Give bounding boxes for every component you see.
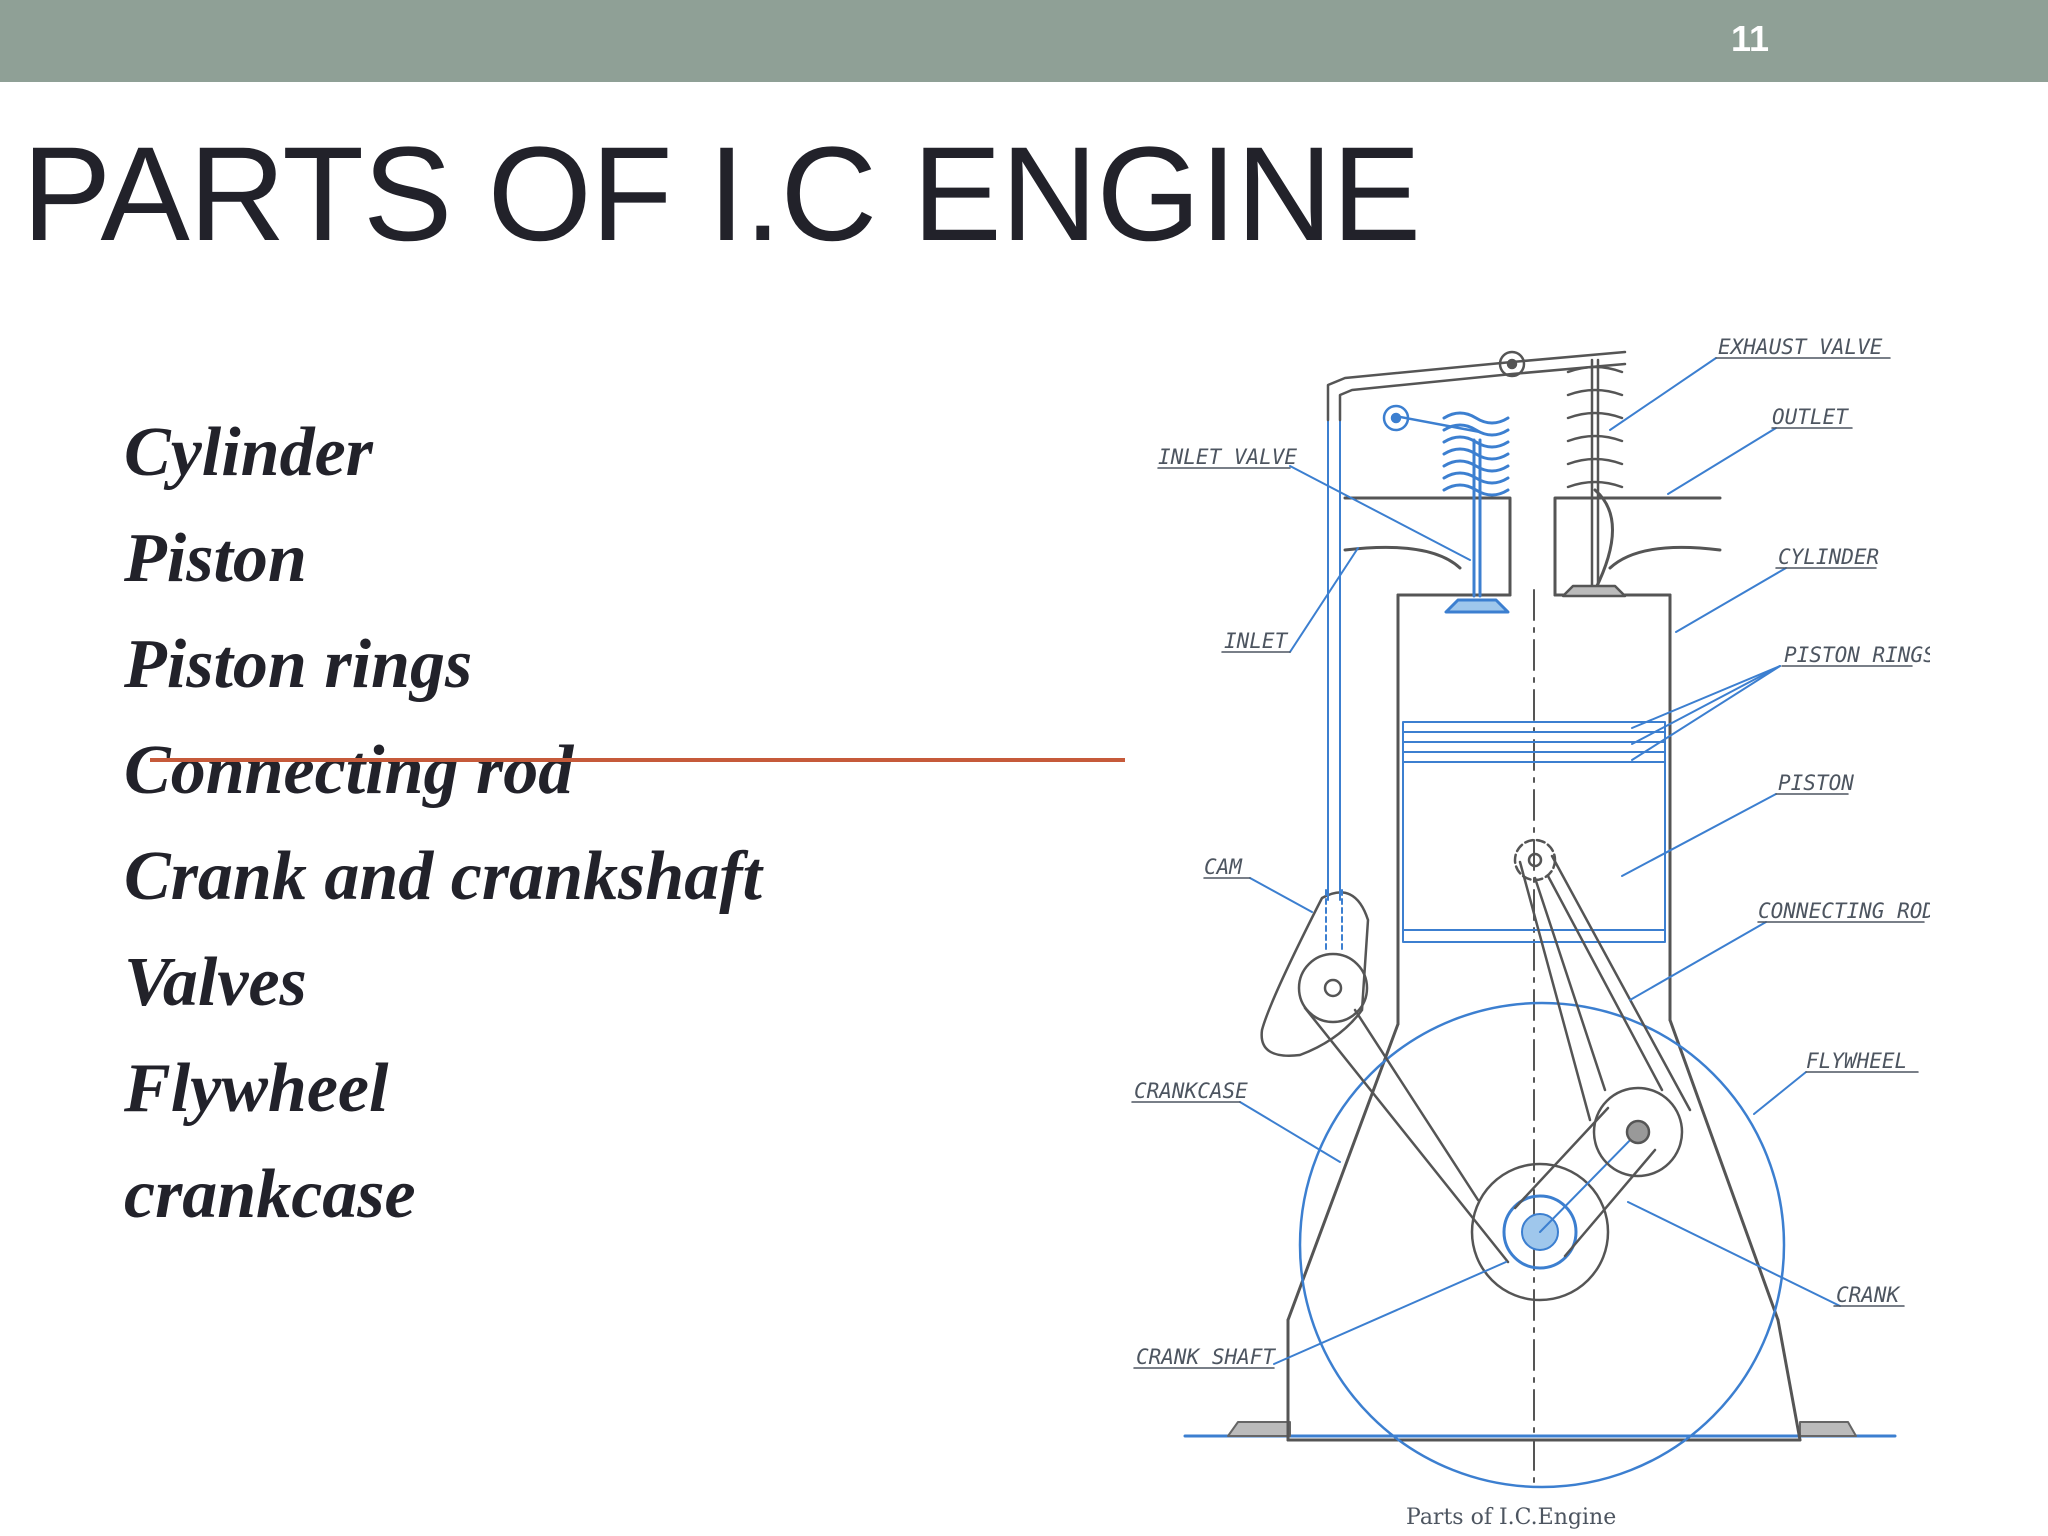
- label-inlet: INLET: [1224, 629, 1289, 653]
- push-rod: [1325, 399, 1343, 951]
- label-crank: CRANK: [1836, 1283, 1901, 1307]
- connecting-rod-shape: [1513, 838, 1692, 1122]
- label-piston-rings: PISTON RINGS: [1784, 643, 1930, 667]
- inlet-valve-shape: [1442, 411, 1510, 614]
- base-plate: [1183, 1421, 1897, 1442]
- slide-number: 11: [1730, 18, 1770, 59]
- label-crank-shaft: CRANK SHAFT: [1136, 1345, 1276, 1369]
- parts-list: Cylinder Piston Piston rings Connecting …: [124, 400, 762, 1248]
- list-item: Cylinder: [124, 414, 373, 491]
- list-item: Piston rings: [124, 626, 473, 703]
- label-outlet: OUTLET: [1772, 405, 1849, 429]
- list-item: Valves: [124, 944, 307, 1021]
- flywheel-circle: [1298, 1001, 1786, 1489]
- ports: [1343, 488, 1722, 597]
- list-item: Piston: [124, 520, 307, 597]
- list-item: Crank and crankshaft: [124, 838, 762, 915]
- list-item: Connecting rod: [124, 732, 574, 809]
- crank-arm: [1513, 1086, 1684, 1258]
- annotation-line: [150, 758, 1125, 762]
- label-flywheel: FLYWHEEL: [1806, 1049, 1907, 1073]
- list-item: crankcase: [124, 1156, 416, 1233]
- exhaust-valve-shape: [1561, 358, 1627, 598]
- label-connecting-rod: CONNECTING ROD: [1758, 899, 1930, 923]
- label-underlines: [1131, 357, 1925, 1369]
- label-piston: PISTON: [1778, 771, 1854, 795]
- list-item: Flywheel: [124, 1050, 389, 1127]
- label-cylinder: CYLINDER: [1778, 545, 1879, 569]
- cam-shape: [1260, 891, 1510, 1264]
- label-inlet-valve: INLET VALVE: [1158, 445, 1297, 469]
- crankcase-shape: [1286, 988, 1802, 1442]
- label-exhaust-valve: EXHAUST VALVE: [1718, 335, 1883, 359]
- engine-diagram: EXHAUST VALVE OUTLET INLET VALVE CYLINDE…: [1130, 330, 1930, 1536]
- rocker-arm: [1326, 350, 1627, 434]
- diagram-caption: Parts of I.C.Engine: [1406, 1505, 1616, 1530]
- piston-shape: [1402, 721, 1666, 943]
- leader-lines: [1239, 357, 1841, 1365]
- top-bar: 11: [0, 0, 2048, 82]
- label-crankcase: CRANKCASE: [1134, 1079, 1248, 1103]
- slide-title: PARTS OF I.C ENGINE: [22, 120, 1421, 269]
- engine-diagram-svg: EXHAUST VALVE OUTLET INLET VALVE CYLINDE…: [1131, 335, 1930, 1530]
- label-cam: CAM: [1204, 855, 1243, 879]
